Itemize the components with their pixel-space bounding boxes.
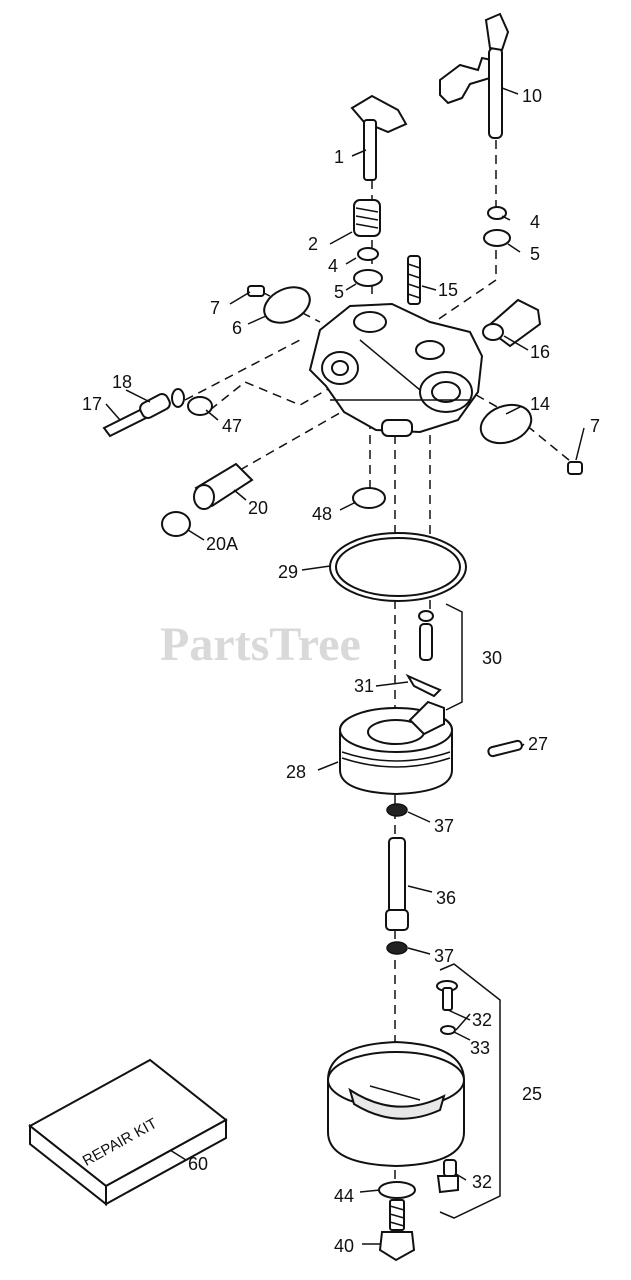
callout-36: 36 xyxy=(436,888,456,908)
throttle-shaft-part xyxy=(350,94,408,181)
choke-plate-part xyxy=(479,403,533,445)
callout-28: 28 xyxy=(286,762,306,782)
float-bowl-part xyxy=(327,1040,465,1168)
float-pin-part xyxy=(487,739,523,758)
callout-18: 18 xyxy=(112,372,132,392)
callout-32-lower: 32 xyxy=(472,1172,492,1192)
carburetor-body xyxy=(308,302,484,437)
callout-15: 15 xyxy=(438,280,458,300)
callout-20: 20 xyxy=(248,498,268,518)
assembly-axis-idle xyxy=(184,339,301,401)
clip-part xyxy=(405,673,442,698)
screw-part-2 xyxy=(567,461,583,475)
callout-4-right: 4 xyxy=(530,212,540,232)
callout-16: 16 xyxy=(530,342,550,362)
needle-part xyxy=(418,610,434,661)
callout-2: 2 xyxy=(308,234,318,254)
callout-4-left: 4 xyxy=(328,256,338,276)
callout-47: 47 xyxy=(222,416,242,436)
seal-part xyxy=(353,269,383,287)
callout-37-lower: 37 xyxy=(434,946,454,966)
main-nozzle-part xyxy=(385,837,409,931)
throttle-plate-part xyxy=(263,286,311,324)
bowl-screw-part xyxy=(436,980,458,1035)
callout-27: 27 xyxy=(528,734,548,754)
callout-25: 25 xyxy=(522,1084,542,1104)
bracket-25 xyxy=(439,963,501,1219)
assembly-axis-choke-3 xyxy=(429,279,497,326)
callout-5-left: 5 xyxy=(334,282,344,302)
callout-17: 17 xyxy=(82,394,102,414)
assembly-axis-fitting xyxy=(239,409,346,471)
bowl-drain-part xyxy=(436,1159,459,1194)
choke-shaft-part xyxy=(439,12,510,139)
bowl-gasket-part xyxy=(378,1181,416,1199)
bowl-nut-part xyxy=(378,1199,416,1262)
callout-29: 29 xyxy=(278,562,298,582)
screw-part-1 xyxy=(247,285,265,297)
callout-7-right: 7 xyxy=(590,416,600,436)
fuel-inlet-part xyxy=(482,298,542,348)
bracket-30 xyxy=(445,603,463,711)
leader-lines xyxy=(105,87,585,1245)
idle-screw-part xyxy=(102,388,185,438)
assembly-axis-plug xyxy=(209,381,331,411)
callout-48: 48 xyxy=(312,504,332,524)
callout-44: 44 xyxy=(334,1186,354,1206)
washer-part xyxy=(357,247,379,261)
float-part xyxy=(339,700,453,796)
repair-kit-box: REPAIR KIT xyxy=(28,1058,228,1207)
callout-6: 6 xyxy=(232,318,242,338)
callout-1: 1 xyxy=(334,147,344,167)
callout-60: 60 xyxy=(188,1154,208,1174)
seat-part xyxy=(352,487,386,509)
washer-37-part-1 xyxy=(386,803,408,817)
callout-14: 14 xyxy=(530,394,550,414)
washer-part-choke xyxy=(487,206,507,220)
callout-30: 30 xyxy=(482,648,502,668)
callout-37-upper: 37 xyxy=(434,816,454,836)
callout-40: 40 xyxy=(334,1236,354,1256)
fitting-part xyxy=(193,462,254,510)
seal-part-choke xyxy=(483,229,511,247)
callout-10: 10 xyxy=(522,86,542,106)
cap-part xyxy=(161,511,191,537)
callout-31: 31 xyxy=(354,676,374,696)
throttle-spring-part xyxy=(353,199,381,237)
callout-20a: 20A xyxy=(206,534,238,554)
callout-32-upper: 32 xyxy=(472,1010,492,1030)
stud-part xyxy=(407,255,421,305)
callout-5-right: 5 xyxy=(530,244,540,264)
washer-37-part-2 xyxy=(386,941,408,955)
watermark: PartsTree xyxy=(160,618,361,671)
callout-7-top: 7 xyxy=(210,298,220,318)
callout-33: 33 xyxy=(470,1038,490,1058)
